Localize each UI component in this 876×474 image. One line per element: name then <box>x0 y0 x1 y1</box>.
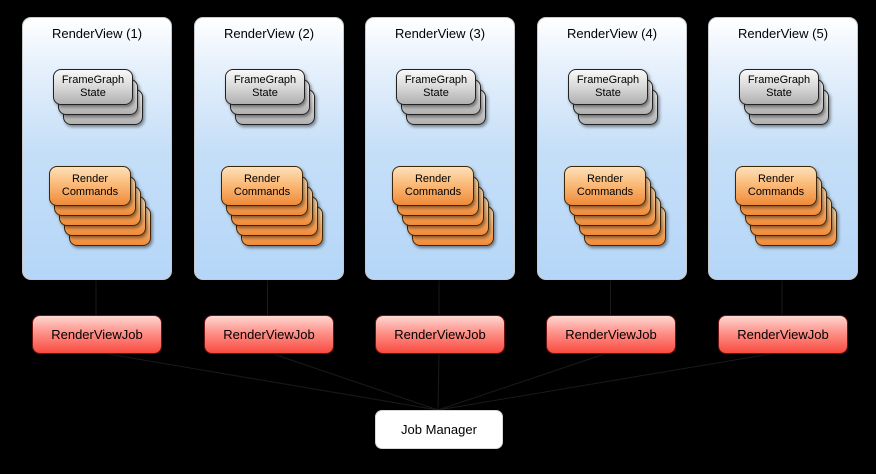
panel-title: RenderView (2) <box>223 26 315 41</box>
card-label: FrameGraph State <box>404 74 468 99</box>
card-label: Render Commands <box>747 173 805 198</box>
card-label: FrameGraph State <box>576 74 640 99</box>
renderviewjob-3: RenderViewJob <box>375 315 505 354</box>
render-commands-card: Render Commands <box>49 166 131 206</box>
framegraph-state-card: FrameGraph State <box>568 69 648 105</box>
panel-title: RenderView (3) <box>394 26 486 41</box>
renderview-panel-4: RenderView (4) FrameGraph State Render C… <box>537 17 687 280</box>
render-commands-card: Render Commands <box>392 166 474 206</box>
render-commands-stack: Render Commands <box>392 166 494 246</box>
render-commands-card: Render Commands <box>735 166 817 206</box>
panel-title: RenderView (1) <box>51 26 143 41</box>
card-label: FrameGraph State <box>747 74 811 99</box>
renderviewjob-4: RenderViewJob <box>546 315 676 354</box>
card-label: FrameGraph State <box>61 74 125 99</box>
render-commands-stack: Render Commands <box>564 166 666 246</box>
card-label: Render Commands <box>233 173 291 198</box>
card-label: Render Commands <box>61 173 119 198</box>
render-commands-stack: Render Commands <box>221 166 323 246</box>
renderviewjob-5: RenderViewJob <box>718 315 848 354</box>
render-commands-card: Render Commands <box>564 166 646 206</box>
framegraph-state-card: FrameGraph State <box>396 69 476 105</box>
render-commands-card: Render Commands <box>221 166 303 206</box>
renderviewjob-1: RenderViewJob <box>32 315 162 354</box>
render-commands-stack: Render Commands <box>735 166 837 246</box>
framegraph-state-stack: FrameGraph State <box>739 69 829 125</box>
renderview-panel-1: RenderView (1) FrameGraph State Render C… <box>22 17 172 280</box>
job-manager-box: Job Manager <box>375 410 503 449</box>
framegraph-state-card: FrameGraph State <box>53 69 133 105</box>
renderview-panel-5: RenderView (5) FrameGraph State Render C… <box>708 17 858 280</box>
card-label: FrameGraph State <box>233 74 297 99</box>
panel-title: RenderView (4) <box>566 26 658 41</box>
panel-title: RenderView (5) <box>737 26 829 41</box>
framegraph-state-card: FrameGraph State <box>225 69 305 105</box>
render-commands-stack: Render Commands <box>49 166 151 246</box>
framegraph-state-stack: FrameGraph State <box>396 69 486 125</box>
renderviewjob-2: RenderViewJob <box>204 315 334 354</box>
renderview-panel-3: RenderView (3) FrameGraph State Render C… <box>365 17 515 280</box>
card-label: Render Commands <box>404 173 462 198</box>
framegraph-state-card: FrameGraph State <box>739 69 819 105</box>
framegraph-state-stack: FrameGraph State <box>225 69 315 125</box>
framegraph-state-stack: FrameGraph State <box>568 69 658 125</box>
framegraph-state-stack: FrameGraph State <box>53 69 143 125</box>
renderview-panel-2: RenderView (2) FrameGraph State Render C… <box>194 17 344 280</box>
card-label: Render Commands <box>576 173 634 198</box>
